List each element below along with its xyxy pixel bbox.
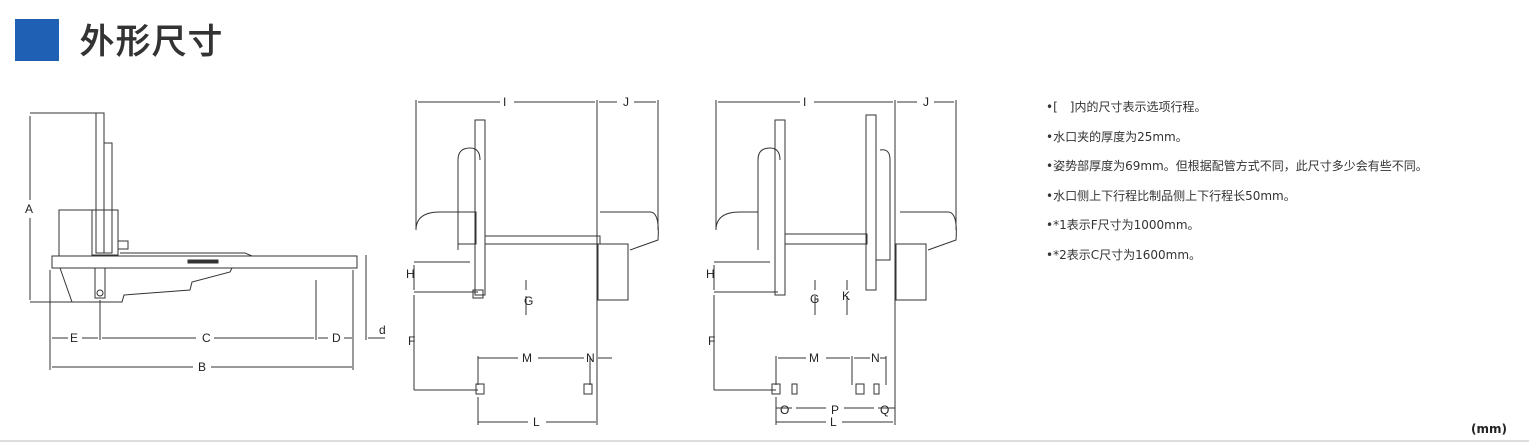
- dim-label-g-2: G: [810, 292, 819, 306]
- dim-label-n: N: [586, 351, 595, 365]
- dim-label-p: P: [831, 403, 839, 417]
- front-view-2-drawing: I J H G K F M N O P Q L: [706, 95, 957, 429]
- dim-label-g: G: [524, 294, 533, 308]
- unit-label: (mm): [1471, 422, 1507, 436]
- note-item: •水口夹的厚度为25mm。: [1046, 129, 1188, 144]
- bottom-divider: [0, 440, 1529, 442]
- page-title: 外形尺寸: [80, 22, 224, 62]
- dim-label-a: A: [25, 202, 33, 216]
- dim-label-b: B: [198, 360, 206, 374]
- dim-label-e: E: [70, 331, 78, 345]
- title-accent-block: [15, 19, 59, 61]
- dim-label-c: C: [202, 331, 211, 345]
- dim-label-i: I: [503, 95, 506, 109]
- dim-label-n-2: N: [871, 351, 880, 365]
- dim-label-o: O: [780, 403, 789, 417]
- dim-label-h: H: [406, 267, 415, 281]
- dim-label-f-2: F: [708, 334, 715, 348]
- dim-label-small-d: d: [379, 323, 386, 337]
- dim-label-j-2: J: [923, 95, 929, 109]
- note-item: •水口侧上下行程比制品侧上下行程长50mm。: [1046, 188, 1296, 203]
- dim-label-m: M: [522, 351, 532, 365]
- note-item: •姿势部厚度为69mm。但根据配管方式不同，此尺寸多少会有些不同。: [1046, 159, 1428, 173]
- dim-label-i-2: I: [803, 95, 806, 109]
- notes-list: •[ ]内的尺寸表示选项行程。 •水口夹的厚度为25mm。 •姿势部厚度为69m…: [1046, 93, 1428, 270]
- dim-label-m-2: M: [809, 351, 819, 365]
- front-view-1-drawing: I J H G F M N L: [406, 95, 659, 429]
- dim-label-l: L: [533, 415, 540, 429]
- dim-label-q: Q: [880, 403, 889, 417]
- note-item: •*2表示C尺寸为1600mm。: [1046, 247, 1202, 262]
- dim-label-d: D: [332, 331, 341, 345]
- dim-label-j: J: [623, 95, 629, 109]
- note-item: •[ ]内的尺寸表示选项行程。: [1046, 100, 1207, 114]
- dim-label-f: F: [408, 334, 415, 348]
- dim-label-h-2: H: [706, 267, 715, 281]
- dim-label-l-2: L: [830, 415, 837, 429]
- side-view-drawing: A E C D d B: [25, 112, 386, 374]
- note-item: •*1表示F尺寸为1000mm。: [1046, 218, 1200, 232]
- dim-label-k: K: [842, 289, 850, 303]
